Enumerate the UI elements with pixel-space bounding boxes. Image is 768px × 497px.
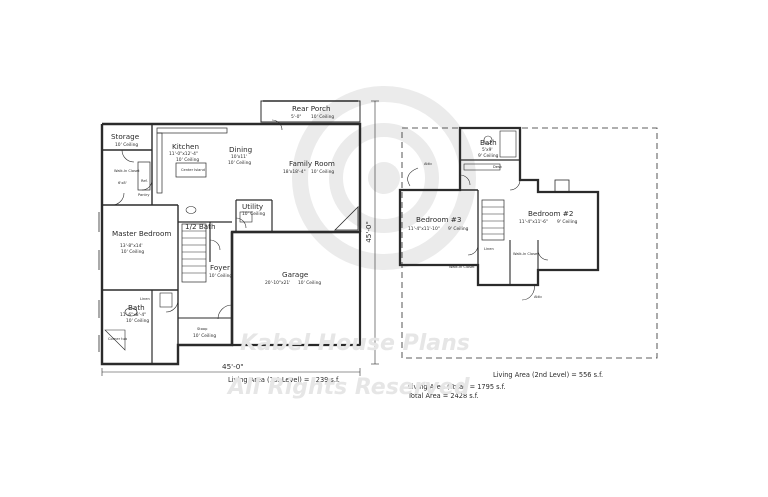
rear-porch-dims: 5'-0"	[291, 114, 301, 120]
bedroom-2-label: Bedroom #2	[528, 209, 573, 218]
second-level-area: Living Area (2nd Level) = 556 s.f.	[493, 371, 603, 379]
garage-ceiling: 10' Ceiling	[298, 280, 321, 286]
attic-label-1: Attic	[424, 162, 432, 166]
total-area: Total Area = 2428 s.f.	[407, 392, 479, 400]
second-floor-plan	[398, 126, 658, 359]
half-bath-label: 1/2 Bath	[185, 222, 216, 231]
linen-label: Linen	[140, 297, 150, 301]
first-floor-plan	[98, 100, 379, 376]
upstairs-closet-1-label: Walk-In Closet	[449, 265, 475, 269]
ref-label: Ref.	[141, 179, 148, 183]
desk-label: Desk	[493, 165, 503, 169]
rear-porch-label: Rear Porch	[292, 104, 331, 113]
family-room-label: Family Room	[289, 159, 335, 168]
walk-in-closet-dims: 6'x8'	[118, 181, 127, 185]
upstairs-linen-label: Linen	[484, 247, 494, 251]
foyer-label: Foyer	[210, 263, 230, 272]
bath-label: Bath	[128, 303, 145, 312]
master-bedroom-dims: 13'-8"x14'	[120, 243, 143, 249]
kitchen-ceiling: 10' Ceiling	[176, 157, 199, 163]
depth-dimension: 45'-0"	[364, 221, 373, 243]
garage-label: Garage	[282, 270, 309, 279]
dining-label: Dining	[229, 145, 252, 154]
upstairs-bath-dims: 5'x9'	[482, 147, 493, 153]
storage-label: Storage	[111, 132, 140, 141]
corner-tub-label: Corner tub	[108, 337, 128, 341]
attic-label-2: Attic	[534, 295, 542, 299]
width-dimension: 45'-0"	[222, 362, 244, 371]
kitchen-label: Kitchen	[172, 142, 199, 151]
bedroom-2-ceiling: 9' Ceiling	[557, 219, 578, 225]
stoop-label: Stoop	[197, 327, 208, 331]
stoop-ceiling: 10' Ceiling	[193, 333, 216, 339]
dining-dims: 10'x11'	[231, 154, 247, 160]
bedroom-3-ceiling: 9' Ceiling	[448, 226, 469, 232]
upstairs-closet-2-label: Walk-In Closet	[513, 252, 539, 256]
dining-ceiling: 10' Ceiling	[228, 160, 251, 166]
garage-dims: 20'-10"x21'	[265, 280, 290, 286]
kitchen-dims: 11'-0"x12'-4"	[169, 151, 198, 157]
watermark-logo	[292, 86, 476, 270]
bedroom-2-dims: 11'-4"x11'-6"	[519, 219, 548, 225]
utility-label: Utility	[242, 202, 264, 211]
bedroom-3-dims: 11'-4"x11'-10"	[408, 226, 440, 232]
utility-ceiling: 10' Ceiling	[242, 211, 265, 217]
master-bedroom-label: Master Bedroom	[112, 229, 171, 238]
bath-dims: 11'-6"x8'-4"	[120, 312, 146, 318]
total-living-area: Living Area (Total) = 1795 s.f.	[408, 383, 506, 391]
walk-in-closet-label: Walk-In Closet	[114, 169, 140, 173]
master-bedroom-ceiling: 10' Ceiling	[121, 249, 144, 255]
family-room-dims: 18'x18'-4"	[283, 169, 306, 175]
bath-ceiling: 10' Ceiling	[126, 318, 149, 324]
center-island-label: Center Island	[181, 168, 205, 172]
first-level-area: Living Area (1st Level) = 1239 s.f.	[228, 376, 340, 384]
family-room-ceiling: 10' Ceiling	[311, 169, 334, 175]
bedroom-3-label: Bedroom #3	[416, 215, 461, 224]
pantry-label: Pantry	[138, 193, 150, 197]
upstairs-bath-ceiling: 9' Ceiling	[478, 153, 499, 159]
watermark-line-1: Kabel House Plans	[240, 331, 470, 356]
foyer-ceiling: 10' Ceiling	[209, 273, 232, 279]
rear-porch-ceiling: 10' Ceiling	[311, 114, 334, 120]
upstairs-bath-label: Bath	[480, 138, 497, 147]
storage-ceiling: 10' Ceiling	[115, 142, 138, 148]
watermark-line-2: All Rights Reserved	[226, 375, 470, 400]
